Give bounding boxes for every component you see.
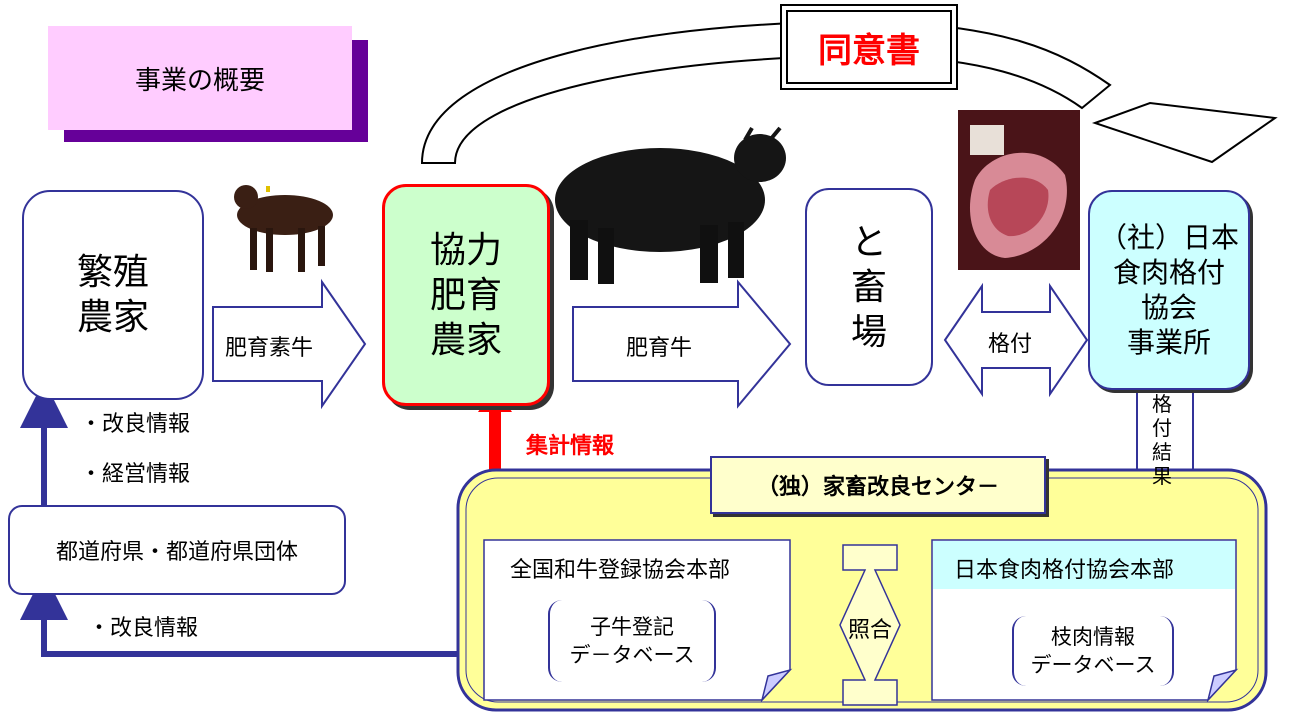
slaughterhouse-label: と 畜 場 [850, 221, 887, 353]
prefecture-box: 都道府県・都道府県団体 [8, 505, 346, 595]
fattening-farm: 協力 肥育 農家 [382, 184, 550, 406]
management-info: ・経営情報 [80, 462, 191, 487]
grading-office-label: （社）日本 食肉格付 協会 事業所 [1098, 221, 1239, 359]
calf-database-label: 子牛登記 デ－タベース [569, 614, 695, 667]
title-box: 事業の概要 [48, 26, 352, 130]
grading-result-label: 格 付 結 果 [1152, 392, 1172, 488]
center-title-box: （独）家畜改良センタ－ [710, 456, 1046, 514]
improvement-info-1: ・改良情報 [80, 412, 191, 437]
collation-double-arrow [839, 544, 901, 706]
consent-arrow-head [1091, 101, 1278, 164]
improvement-info-2: ・改良情報 [88, 616, 199, 641]
slaughterhouse: と 畜 場 [805, 188, 933, 386]
black-cow-image [555, 126, 786, 284]
aggregate-arrow-shaft [489, 410, 501, 475]
calf-image [234, 185, 333, 272]
carcass-database-label: 枝肉情報 データベース [1030, 624, 1156, 677]
calf-database: 子牛登記 デ－タベース [548, 600, 716, 682]
grading-arrow-label: 格付 [988, 332, 1033, 357]
breeder-farm: 繁殖 農家 [22, 190, 204, 400]
calf-arrow-label: 肥育素牛 [225, 336, 314, 361]
fattener-label: 協力 肥育 農家 [429, 229, 502, 361]
collation-label: 照合 [848, 618, 893, 643]
carcass-database: 枝肉情報 データベース [1012, 616, 1174, 686]
prefecture-label: 都道府県・都道府県団体 [55, 540, 298, 565]
page-title: 事業の概要 [134, 65, 265, 96]
fat-cattle-arrow [572, 279, 792, 409]
aggregate-info-label: 集計情報 [526, 434, 615, 459]
grading-document-header-bg [933, 541, 1235, 589]
consent-label: 同意書 [818, 30, 920, 71]
center-title: （独）家畜改良センタ－ [756, 475, 999, 500]
grading-office: （社）日本 食肉格付 協会 事業所 [1088, 190, 1250, 390]
meat-image [958, 110, 1080, 270]
grading-header: 日本食肉格付協会本部 [954, 558, 1175, 583]
fat-cattle-arrow-label: 肥育牛 [626, 336, 693, 361]
breeder-label: 繁殖 農家 [76, 252, 149, 338]
grading-double-arrow [943, 282, 1089, 398]
calf-arrow [212, 278, 367, 410]
wagyu-header: 全国和牛登録協会本部 [510, 558, 731, 583]
improvement-return-arrow [20, 572, 458, 657]
consent-box: 同意書 [780, 4, 958, 90]
